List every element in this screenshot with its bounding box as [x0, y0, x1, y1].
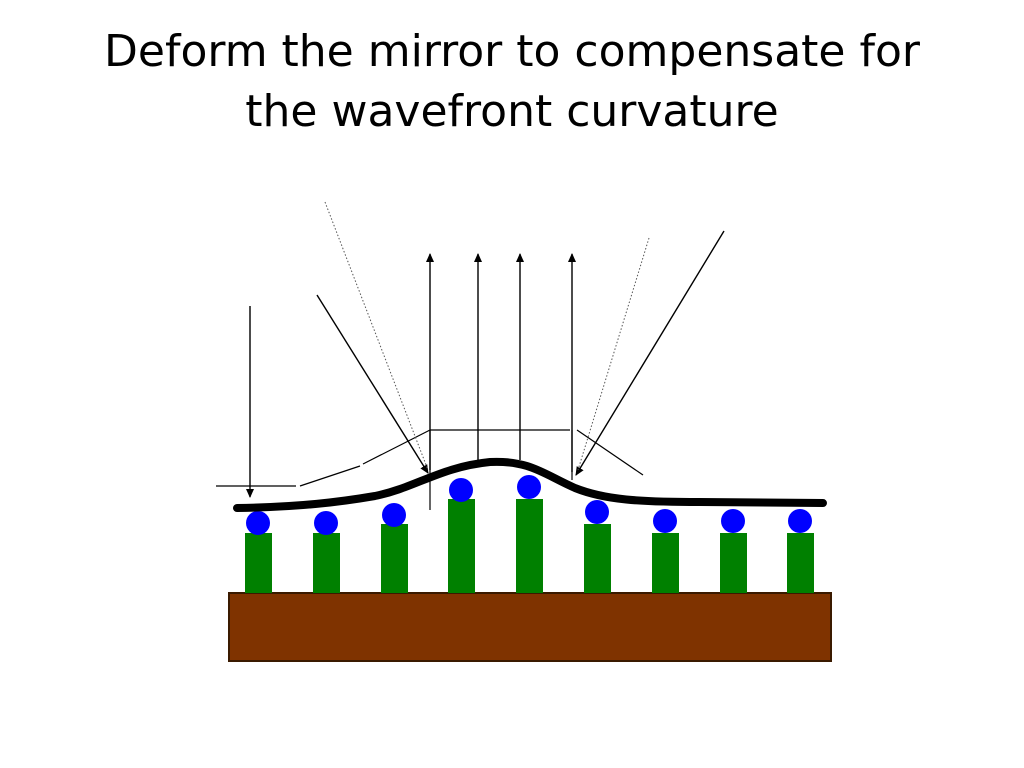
actuator-4: [448, 499, 475, 593]
actuator-2: [313, 533, 340, 593]
corrected-reflected-rays: [426, 253, 576, 472]
actuator-head-7: [653, 509, 677, 533]
actuator-6: [584, 524, 611, 593]
title-line-1: Deform the mirror to compensate for: [104, 26, 920, 77]
incoming-rays: [246, 230, 725, 498]
actuator-8: [720, 533, 747, 593]
actuator-head-8: [721, 509, 745, 533]
mirror-substrate: [228, 592, 832, 662]
deformed-mirror-surface: [233, 457, 827, 512]
actuator-7: [652, 533, 679, 593]
actuator-1: [245, 533, 272, 593]
slide-title: Deform the mirror to compensate for the …: [0, 22, 1024, 142]
actuator-3: [381, 524, 408, 593]
actuator-head-1: [246, 511, 270, 535]
incoming-ray-right-oblique: [575, 230, 725, 476]
incoming-ray-left-oblique: [316, 294, 429, 474]
actuator-head-4: [449, 478, 473, 502]
actuator-head-5: [517, 475, 541, 499]
reference-wavefront-segments: [216, 429, 644, 487]
actuator-9: [787, 533, 814, 593]
aberrated-dotted-rays: [324, 201, 650, 471]
actuator-head-2: [314, 511, 338, 535]
actuator-array: [245, 475, 814, 593]
title-line-2: the wavefront curvature: [245, 86, 779, 137]
actuator-5: [516, 499, 543, 593]
actuator-head-6: [585, 500, 609, 524]
actuator-head-3: [382, 503, 406, 527]
actuator-head-9: [788, 509, 812, 533]
